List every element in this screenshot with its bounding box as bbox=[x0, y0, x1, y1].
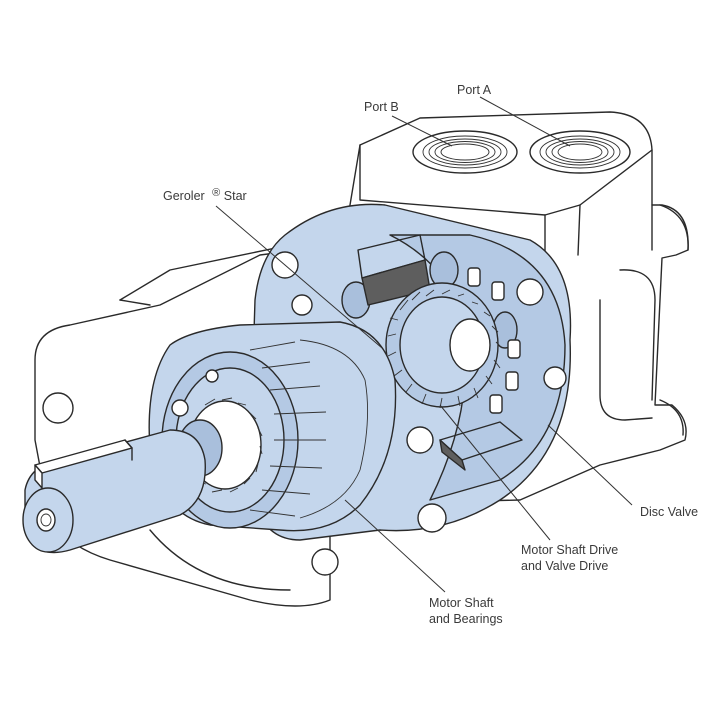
label-geroler-star-suffix: Star bbox=[224, 189, 247, 203]
port-a bbox=[529, 130, 631, 174]
leader-port-a bbox=[479, 96, 571, 147]
label-motor-shaft-bearings-line2: and Bearings bbox=[429, 612, 503, 626]
label-disc-valve: Disc Valve bbox=[640, 505, 698, 519]
leader-geroler-star bbox=[215, 205, 383, 349]
leader-disc-valve bbox=[547, 424, 633, 506]
leader-motor-shaft-drive bbox=[439, 404, 551, 541]
geroler-star-gear bbox=[385, 282, 503, 409]
leader-port-b bbox=[391, 115, 453, 147]
label-port-a: Port A bbox=[457, 83, 492, 97]
label-motor-shaft-drive-line1: Motor Shaft Drive bbox=[521, 543, 618, 557]
port-b bbox=[412, 130, 518, 174]
output-shaft bbox=[22, 429, 206, 554]
label-geroler-star-name: Geroler bbox=[163, 189, 205, 203]
leader-lines bbox=[215, 96, 633, 593]
label-motor-shaft-bearings-line1: Motor Shaft bbox=[429, 596, 494, 610]
disc-valve-ring bbox=[467, 267, 521, 414]
label-port-b: Port B bbox=[364, 100, 399, 114]
label-geroler-star-mark: ® bbox=[212, 187, 220, 199]
label-geroler-star: Geroler ® Star bbox=[163, 185, 247, 203]
leader-motor-shaft-bearings bbox=[344, 499, 446, 593]
label-motor-shaft-drive-line2: and Valve Drive bbox=[521, 559, 608, 573]
key-block-bottom bbox=[439, 421, 523, 471]
